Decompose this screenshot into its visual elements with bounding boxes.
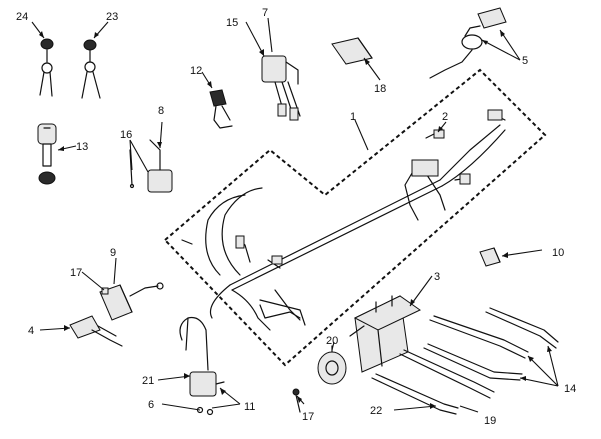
callout-24: 24 [16, 11, 28, 23]
harness-boundary [163, 68, 547, 367]
relay-cover [331, 37, 373, 65]
diode [425, 129, 445, 139]
callout-5: 5 [522, 55, 528, 67]
fuse-holder [479, 247, 501, 267]
callout-23: 23 [106, 11, 118, 23]
callout-13: 13 [76, 141, 88, 153]
callout-14: 14 [564, 383, 576, 395]
wiring-harness [181, 109, 506, 331]
relay [129, 139, 173, 193]
callout-4: 4 [28, 325, 34, 337]
connector [209, 89, 233, 129]
callout-19: 19 [484, 415, 496, 427]
tail-bulb-socket [39, 38, 54, 97]
callout-10: 10 [552, 247, 564, 259]
leader-lines [31, 17, 559, 413]
handlebar-switch [429, 7, 507, 79]
callout-12: 12 [190, 65, 202, 77]
callout-11: 11 [244, 401, 255, 413]
ignition-switch [37, 123, 57, 185]
callout-15: 15 [226, 17, 238, 29]
ignition-coil [179, 316, 225, 416]
tie-straps [399, 307, 559, 399]
callout-6: 6 [148, 399, 154, 411]
callout-2: 2 [442, 111, 448, 123]
callout-8: 8 [158, 105, 164, 117]
callout-20: 20 [326, 335, 338, 347]
regulator-rectifier [99, 282, 164, 321]
harness-clip [292, 388, 301, 413]
callout-3: 3 [434, 271, 440, 283]
callout-22: 22 [370, 405, 382, 417]
leader-arrowheads [39, 30, 552, 409]
cdi-unit [261, 55, 301, 121]
callout-16: 16 [120, 129, 132, 141]
horn [317, 345, 347, 385]
callout-17-regulator: 17 [70, 267, 82, 279]
callout-17-clip: 17 [302, 411, 314, 423]
battery [349, 295, 421, 373]
tie-strap [371, 373, 459, 415]
brake-light-switch [69, 315, 123, 347]
callout-21: 21 [142, 375, 154, 387]
callout-18: 18 [374, 83, 386, 95]
callout-7: 7 [262, 7, 268, 19]
callout-1: 1 [350, 111, 356, 123]
bulb-socket [81, 39, 101, 99]
callout-labels: 24 23 15 7 12 18 5 8 1 2 13 16 9 10 17 3… [16, 7, 576, 427]
callout-9: 9 [110, 247, 116, 259]
